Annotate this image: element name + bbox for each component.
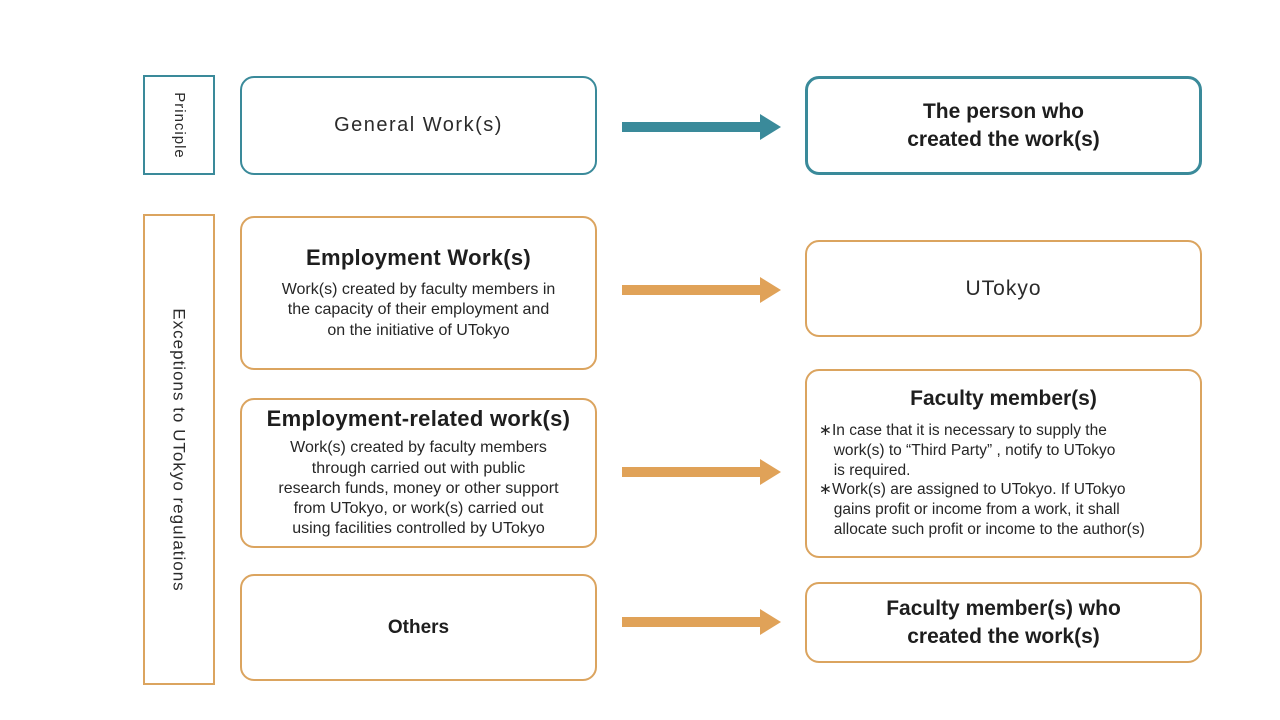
person-created-title: The person who created the work(s) bbox=[907, 99, 1100, 151]
exceptions-section-label-box: Exceptions to UTokyo regulations bbox=[143, 214, 215, 685]
faculty-members-title: Faculty member(s) bbox=[910, 387, 1097, 411]
others-title: Others bbox=[387, 616, 450, 638]
utokyo-box: UTokyo bbox=[805, 240, 1202, 337]
others-box: Others bbox=[240, 574, 597, 681]
utokyo-title: UTokyo bbox=[965, 276, 1042, 300]
employment-works-description: Work(s) created by faculty members in th… bbox=[281, 281, 556, 339]
arrow-head bbox=[760, 114, 781, 140]
arrow-shaft bbox=[622, 122, 760, 132]
arrow-head bbox=[760, 459, 781, 485]
arrow-shaft bbox=[622, 617, 760, 627]
employment-related-title: Employment-related work(s) bbox=[266, 406, 571, 432]
employment-related-description: Work(s) created by faculty members throu… bbox=[278, 439, 559, 538]
employment-works-title: Employment Work(s) bbox=[305, 245, 532, 271]
faculty-members-notes: ∗In case that it is necessary to supply … bbox=[807, 421, 1200, 540]
exceptions-label: Exceptions to UTokyo regulations bbox=[170, 307, 190, 592]
employment-works-box: Employment Work(s) Work(s) created by fa… bbox=[240, 216, 597, 370]
person-created-box: The person who created the work(s) bbox=[805, 76, 1202, 175]
principle-section-label-box: Principle bbox=[143, 75, 215, 175]
principle-label: Principle bbox=[170, 91, 188, 159]
arrow-shaft bbox=[622, 467, 760, 477]
general-works-box: General Work(s) bbox=[240, 76, 597, 175]
employment-related-box: Employment-related work(s) Work(s) creat… bbox=[240, 398, 597, 548]
faculty-created-title: Faculty member(s) who created the work(s… bbox=[886, 596, 1121, 648]
arrow-head bbox=[760, 277, 781, 303]
arrow-right-icon bbox=[622, 114, 781, 140]
faculty-note-third-party: ∗In case that it is necessary to supply … bbox=[819, 421, 1116, 479]
arrow-right-icon bbox=[622, 609, 781, 635]
general-works-title: General Work(s) bbox=[334, 114, 503, 136]
arrow-head bbox=[760, 609, 781, 635]
faculty-note-assignment: ∗Work(s) are assigned to UTokyo. If UTok… bbox=[819, 481, 1145, 539]
arrow-right-icon bbox=[622, 459, 781, 485]
faculty-members-box: Faculty member(s) ∗In case that it is ne… bbox=[805, 369, 1202, 558]
faculty-created-box: Faculty member(s) who created the work(s… bbox=[805, 582, 1202, 663]
arrow-right-icon bbox=[622, 277, 781, 303]
arrow-shaft bbox=[622, 285, 760, 295]
